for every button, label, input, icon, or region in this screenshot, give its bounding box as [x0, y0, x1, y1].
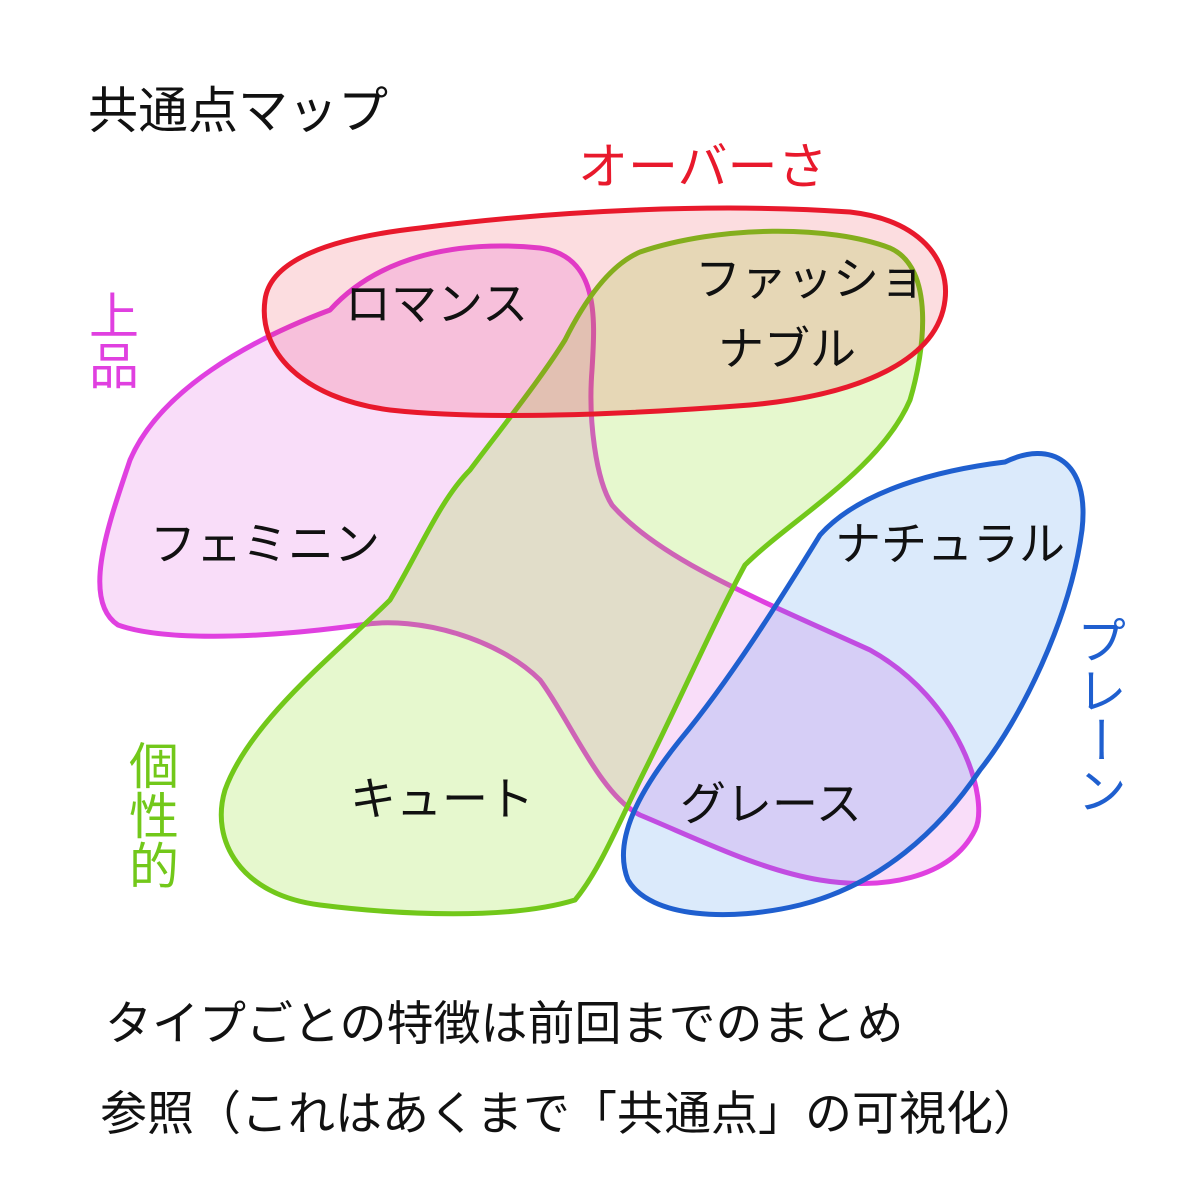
elegant-region [97, 243, 982, 886]
individual-region [218, 228, 926, 917]
romance-label: ロマンス [345, 277, 528, 331]
note-line-2: 参照（これはあくまで「共通点」の可視化） [100, 1087, 1040, 1142]
natural-label: ナチュラル [835, 517, 1065, 571]
individual-label: 個性的 [121, 740, 179, 890]
page-title: 共通点マップ [88, 82, 388, 140]
feminine-label: フェミニン [150, 517, 380, 571]
plain-label: プレーン [1069, 615, 1127, 815]
plain-region [621, 451, 1086, 918]
note-line-1: タイプごとの特徴は前回までのまとめ [105, 997, 904, 1052]
grace-label: グレース [680, 777, 862, 831]
fashionable-label-line1: ファッショ [695, 252, 925, 306]
cute-label: キュート [350, 772, 534, 826]
elegant-label: 上品 [81, 290, 139, 390]
fashionable-label-line2: ナブル [718, 322, 856, 376]
over-region [261, 205, 949, 418]
over-label: オーバーさ [578, 138, 828, 196]
